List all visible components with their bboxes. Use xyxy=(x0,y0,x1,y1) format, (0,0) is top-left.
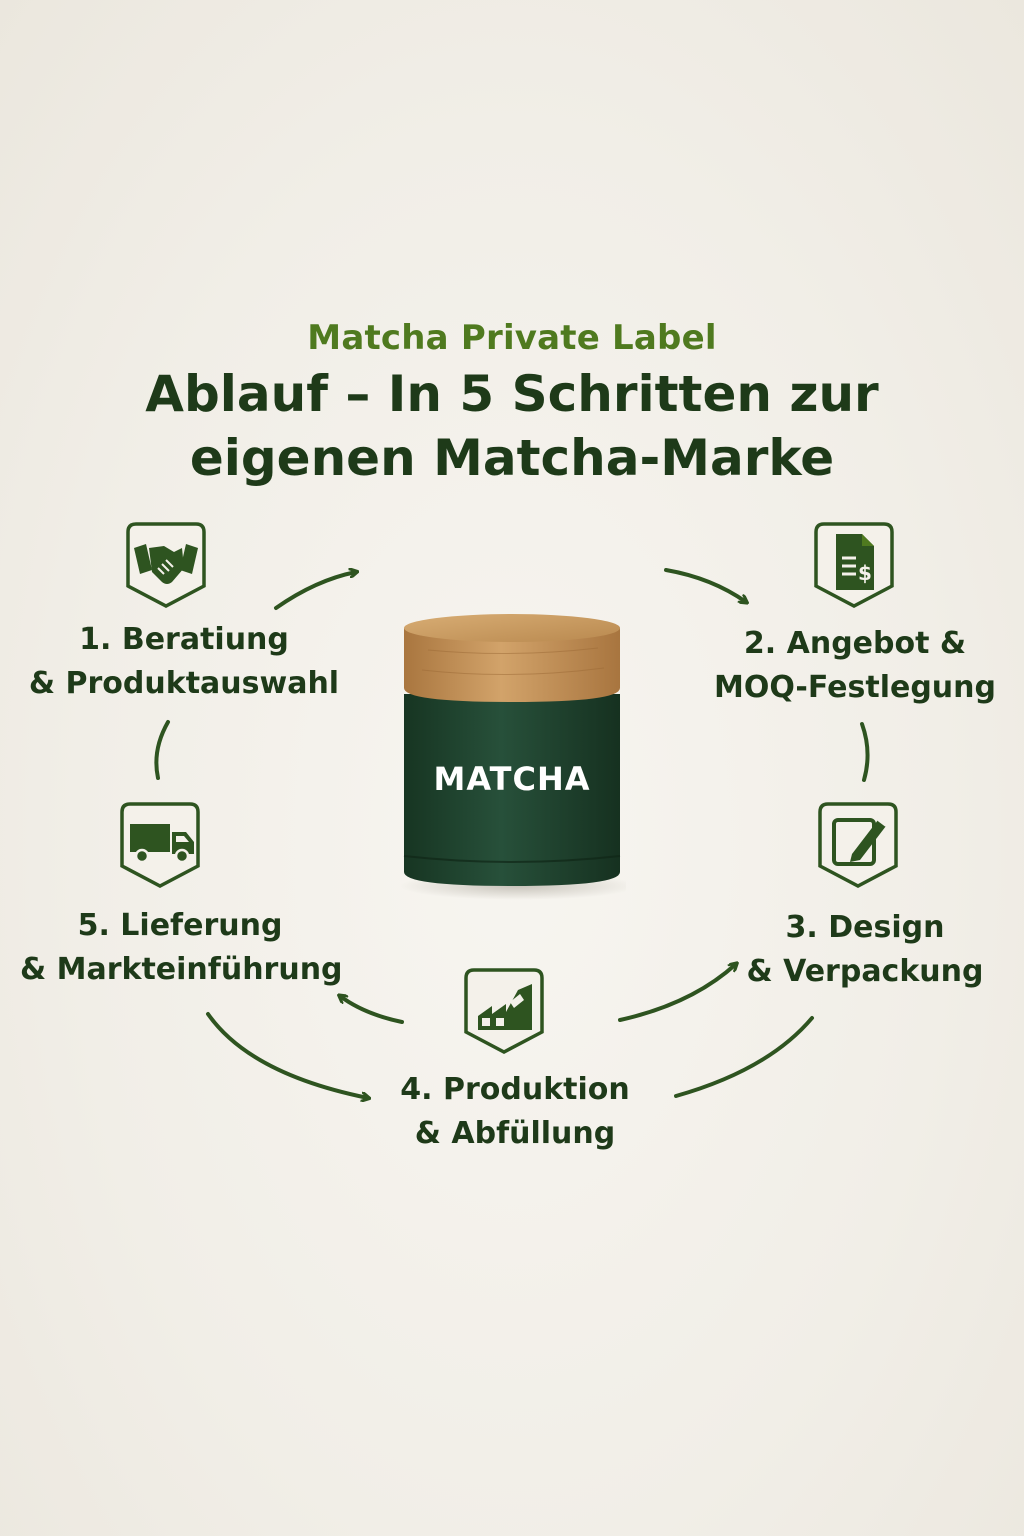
step-1-title: 1. Beratiung xyxy=(79,622,289,657)
step-3-subtitle: & Verpackung xyxy=(746,954,984,989)
handshake-icon xyxy=(122,518,210,610)
step-2-label: 2. Angebot & MOQ-Festlegung xyxy=(700,622,1010,710)
matcha-jar-image: MATCHA xyxy=(398,610,626,900)
page-title-line-1: Ablauf – In 5 Schritten zur xyxy=(145,365,879,423)
document-dollar-icon: $ xyxy=(810,518,898,610)
truck-icon xyxy=(116,798,204,890)
matcha-jar-illustration xyxy=(400,614,626,900)
step-5-subtitle: & Markteinführung xyxy=(20,952,343,987)
step-2-title: 2. Angebot & xyxy=(743,626,967,661)
page-title: Ablauf – In 5 Schritten zur eigenen Matc… xyxy=(112,362,912,490)
eyebrow-title: Matcha Private Label xyxy=(307,318,717,358)
step-2-subtitle: MOQ-Festlegung xyxy=(714,670,996,705)
step-4-title: 4. Produktion xyxy=(400,1072,630,1107)
step-5-title: 5. Lieferung xyxy=(77,908,283,943)
edit-pencil-icon xyxy=(814,798,902,890)
step-4-label: 4. Produktion & Abfüllung xyxy=(360,1068,670,1156)
step-1-label: 1. Beratiung & Produktauswahl xyxy=(24,618,344,706)
factory-fill-icon xyxy=(460,964,548,1056)
page-title-line-2: eigenen Matcha-Marke xyxy=(189,429,835,487)
step-5-label: 5. Lieferung & Markteinführung xyxy=(20,904,343,992)
step-3-title: 3. Design xyxy=(785,910,945,945)
step-3-label: 3. Design & Verpackung xyxy=(720,906,1010,994)
jar-label: MATCHA xyxy=(433,760,591,798)
step-1-subtitle: & Produktauswahl xyxy=(28,666,340,701)
step-4-subtitle: & Abfüllung xyxy=(414,1116,616,1151)
svg-text:$: $ xyxy=(858,561,872,585)
